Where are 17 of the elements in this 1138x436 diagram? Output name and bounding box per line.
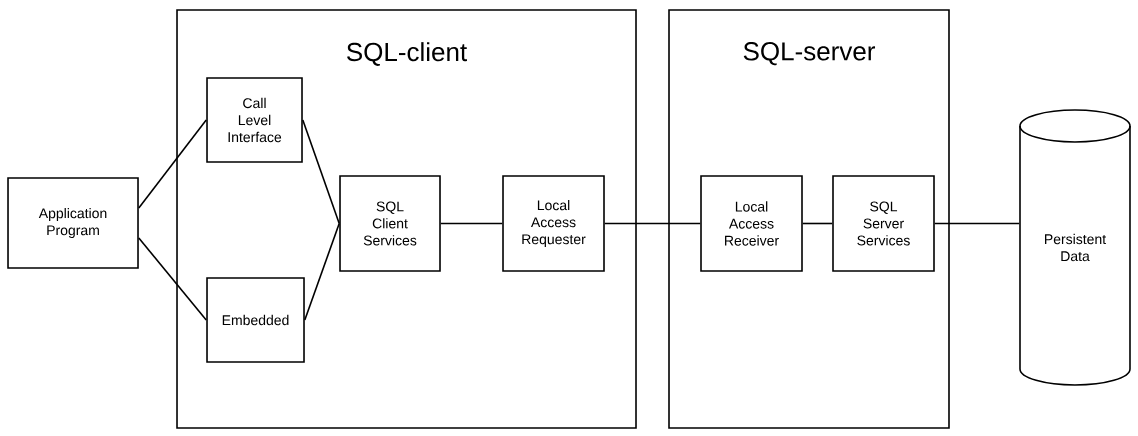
process-box: Local Access Requester [502, 175, 605, 272]
connector-line [440, 222, 503, 225]
connector-line [138, 237, 207, 321]
connector-line [604, 222, 701, 225]
process-box: Application Program [7, 177, 139, 269]
process-box: SQL Client Services [339, 175, 441, 272]
process-box: Call Level Interface [206, 77, 303, 163]
process-box: SQL Server Services [832, 175, 935, 272]
connector-line [302, 119, 340, 225]
database-cylinder: Persistent Data [1019, 109, 1131, 386]
connector-line [304, 222, 340, 321]
connector-line [934, 222, 1020, 225]
connector-line [802, 222, 833, 225]
node-label: Persistent Data [1045, 233, 1107, 262]
process-box: Embedded [206, 277, 305, 363]
connector-line [138, 119, 207, 209]
process-box: Local Access Receiver [700, 175, 803, 272]
